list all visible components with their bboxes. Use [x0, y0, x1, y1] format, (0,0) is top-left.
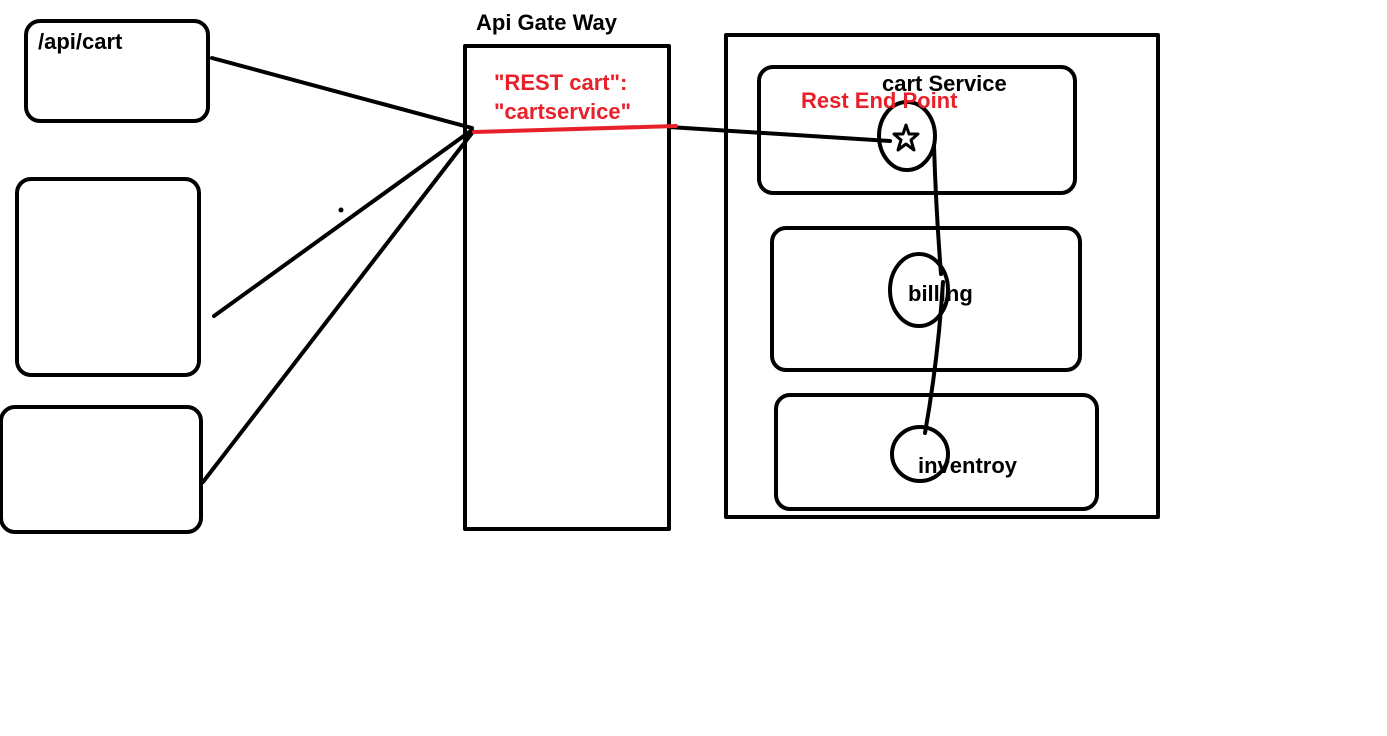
- gateway-route-highlight: [472, 124, 678, 134]
- cart-service-box[interactable]: [757, 65, 1077, 195]
- connector-client3-gateway: [201, 131, 474, 484]
- billing-label: billing: [908, 281, 973, 306]
- api-gateway-box[interactable]: [463, 44, 671, 531]
- inventory-endpoint-ellipse[interactable]: [890, 425, 950, 483]
- connector-billing-inventory: [923, 280, 945, 435]
- gateway-route-value: "cartservice": [494, 99, 632, 124]
- star-icon: [892, 123, 920, 152]
- gateway-title: Api Gate Way: [476, 10, 617, 35]
- inventory-label: inventroy: [918, 453, 1018, 478]
- cart-service-label: cart Service: [882, 71, 1007, 96]
- client-box-api-cart[interactable]: [24, 19, 210, 123]
- connector-client1-gateway: [210, 56, 474, 130]
- connector-cart-billing: [932, 144, 943, 276]
- billing-service-box[interactable]: [770, 226, 1082, 372]
- client-box-3[interactable]: [0, 405, 203, 534]
- cart-endpoint-ellipse[interactable]: [877, 100, 937, 172]
- services-container: [724, 33, 1160, 519]
- client-box-2[interactable]: [15, 177, 201, 377]
- rest-endpoint-label: Rest End Point: [801, 88, 958, 113]
- client-label-api-cart: /api/cart: [38, 29, 123, 54]
- gateway-route-key: "REST cart":: [494, 70, 628, 95]
- connector-gateway-cart-endpoint: [667, 125, 892, 143]
- stray-dot: [338, 207, 344, 213]
- connector-client2-gateway: [212, 128, 474, 318]
- billing-endpoint-ellipse[interactable]: [888, 252, 950, 328]
- inventory-service-box[interactable]: [774, 393, 1099, 511]
